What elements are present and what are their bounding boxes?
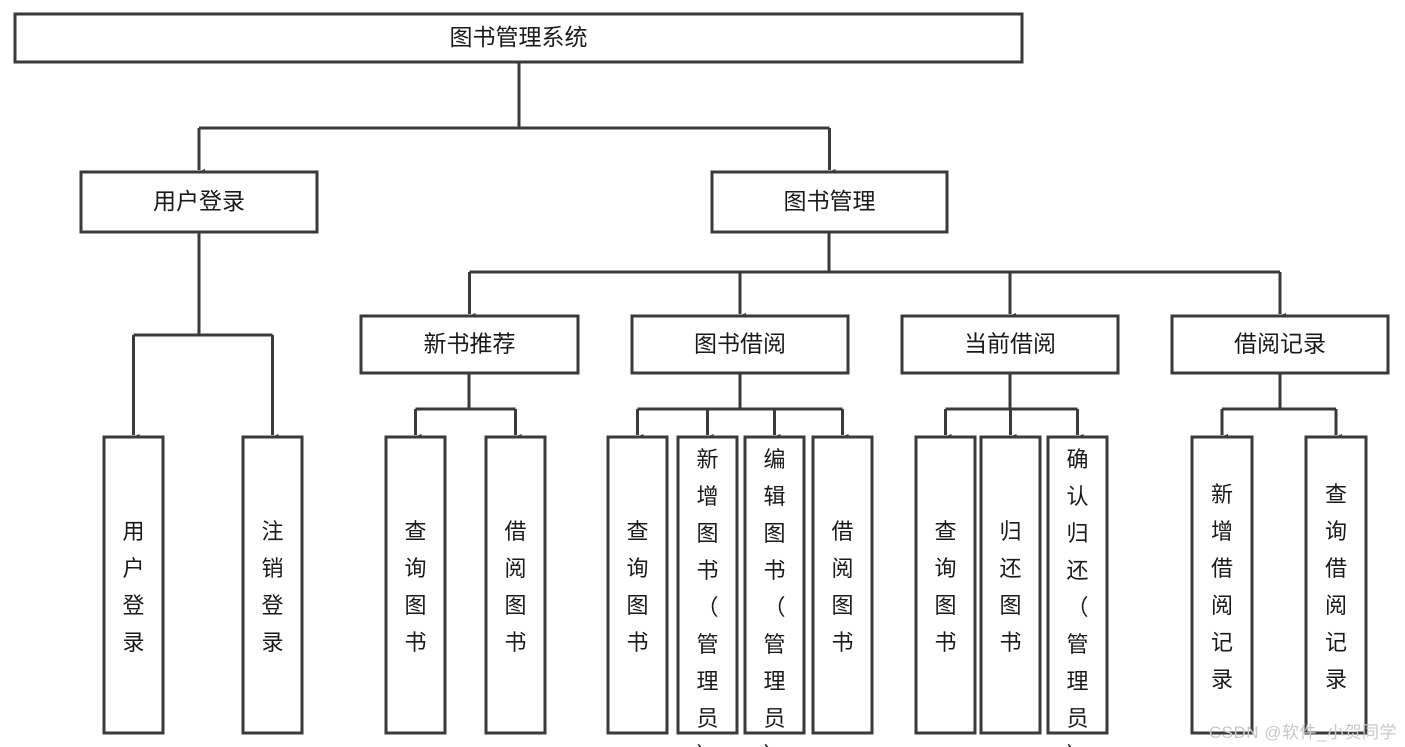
node-label: 编辑图书（管理员）: [763, 447, 785, 747]
node-leaf-add-book[interactable]: 新增图书（管理员）: [676, 435, 739, 747]
node-leaf-borrow-book-rec[interactable]: 借阅图书: [484, 435, 547, 735]
node-boxes: 图书管理系统用户登录图书管理新书推荐图书借阅当前借阅借阅记录用户登录注销登录查询…: [13, 12, 1390, 747]
node-leaf-query-book-borrow[interactable]: 查询图书: [606, 435, 669, 735]
node-rect: [102, 435, 165, 735]
node-user-login[interactable]: 用户登录: [79, 170, 319, 234]
node-rect: [710, 170, 949, 234]
node-leaf-query-record[interactable]: 查询借阅记录: [1304, 435, 1368, 735]
node-label: 查询图书: [626, 519, 648, 655]
node-book-manage[interactable]: 图书管理: [710, 170, 949, 234]
node-label: 查询图书: [404, 519, 426, 655]
node-rect: [606, 435, 669, 735]
node-rect: [811, 435, 874, 735]
node-label: 新增图书（管理员）: [696, 447, 718, 747]
node-label: 借阅记录: [1234, 331, 1326, 357]
node-label: 用户登录: [122, 519, 144, 655]
node-rect: [1170, 314, 1390, 375]
node-rect: [900, 314, 1120, 375]
node-leaf-confirm-return[interactable]: 确认归还（管理员）: [1046, 435, 1109, 747]
node-leaf-logout[interactable]: 注销登录: [241, 435, 304, 735]
node-label: 当前借阅: [964, 331, 1056, 357]
node-rect: [676, 435, 739, 735]
node-leaf-edit-book[interactable]: 编辑图书（管理员）: [743, 435, 806, 747]
node-borrow-record[interactable]: 借阅记录: [1170, 314, 1390, 375]
node-rect: [1046, 435, 1109, 735]
node-book-borrow[interactable]: 图书借阅: [630, 314, 850, 375]
node-leaf-borrow-book[interactable]: 借阅图书: [811, 435, 874, 735]
node-label: 图书管理: [784, 188, 876, 214]
node-label: 图书借阅: [694, 331, 786, 357]
node-label: 查询图书: [934, 519, 956, 655]
watermark-text: CSDN @软件_小贺同学: [1208, 723, 1397, 742]
node-label: 归还图书: [999, 519, 1021, 655]
node-leaf-query-book-cur[interactable]: 查询图书: [914, 435, 977, 735]
node-rect: [630, 314, 850, 375]
node-rect: [1304, 435, 1368, 735]
node-label: 新增借阅记录: [1211, 482, 1233, 692]
node-label: 用户登录: [153, 188, 245, 214]
node-rect: [484, 435, 547, 735]
node-leaf-add-record[interactable]: 新增借阅记录: [1190, 435, 1254, 735]
node-label: 图书管理系统: [450, 24, 588, 50]
node-current-borrow[interactable]: 当前借阅: [900, 314, 1120, 375]
node-leaf-query-book-rec[interactable]: 查询图书: [384, 435, 447, 735]
node-root-root[interactable]: 图书管理系统: [13, 12, 1024, 64]
node-rect: [979, 435, 1042, 735]
node-label: 借阅图书: [504, 519, 526, 655]
node-label: 注销登录: [261, 519, 283, 655]
node-leaf-return-book[interactable]: 归还图书: [979, 435, 1042, 735]
node-label: 确认归还（管理员）: [1066, 447, 1088, 747]
node-rect: [13, 12, 1024, 64]
node-label: 查询借阅记录: [1325, 482, 1347, 692]
node-rect: [914, 435, 977, 735]
node-rect: [79, 170, 319, 234]
node-rect: [359, 314, 580, 375]
node-rect: [743, 435, 806, 735]
node-rect: [1190, 435, 1254, 735]
node-new-book-rec[interactable]: 新书推荐: [359, 314, 580, 375]
node-rect: [384, 435, 447, 735]
connector-lines: [127, 62, 1342, 444]
node-leaf-user-login[interactable]: 用户登录: [102, 435, 165, 735]
node-label: 新书推荐: [424, 331, 516, 357]
node-label: 借阅图书: [831, 519, 853, 655]
node-rect: [241, 435, 304, 735]
